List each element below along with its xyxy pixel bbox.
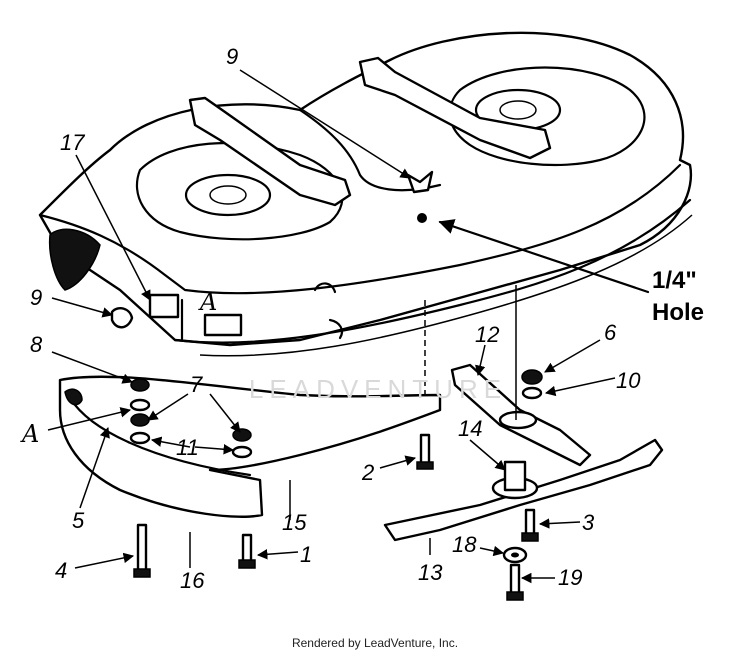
label-2: 2 — [361, 460, 374, 485]
watermark-text: LEADVENTURE — [249, 374, 507, 404]
label-17: 17 — [60, 130, 85, 155]
label-4: 4 — [55, 558, 67, 583]
bolt-1 — [238, 533, 256, 569]
bolt-3 — [521, 508, 539, 542]
label-19: 19 — [558, 565, 582, 590]
leader-lines — [47, 69, 650, 584]
deck-housing — [38, 31, 693, 357]
label-1: 1 — [300, 542, 312, 567]
hole-label-word: Hole — [652, 299, 704, 326]
label-15: 15 — [282, 510, 307, 535]
footer-credit: Rendered by LeadVenture, Inc. — [291, 636, 459, 650]
bolts — [133, 433, 539, 601]
label-a-baffle: A — [20, 420, 39, 448]
label-6: 6 — [604, 320, 617, 345]
label-a-deck: A — [198, 288, 217, 316]
label-18: 18 — [452, 532, 477, 557]
label-16: 16 — [180, 568, 205, 593]
label-12: 12 — [475, 322, 499, 347]
label-3: 3 — [582, 510, 595, 535]
label-14: 14 — [458, 416, 482, 441]
label-9-left: 9 — [30, 285, 42, 310]
bolt-19 — [506, 563, 524, 601]
bolt-4 — [133, 523, 151, 578]
blade-assembly — [383, 285, 664, 564]
label-9-top: 9 — [226, 44, 238, 69]
bolt-2 — [416, 433, 434, 470]
hole-label-size: 1/4" — [652, 267, 697, 294]
callout-labels: 17 9 9 A 8 7 A 11 5 15 4 16 1 2 12 6 10 … — [20, 44, 704, 593]
label-8: 8 — [30, 332, 43, 357]
label-5: 5 — [72, 508, 85, 533]
label-11: 11 — [176, 435, 199, 460]
label-10: 10 — [616, 368, 641, 393]
label-13: 13 — [418, 560, 443, 585]
label-7: 7 — [190, 372, 203, 397]
hardware-stacks — [110, 170, 543, 459]
